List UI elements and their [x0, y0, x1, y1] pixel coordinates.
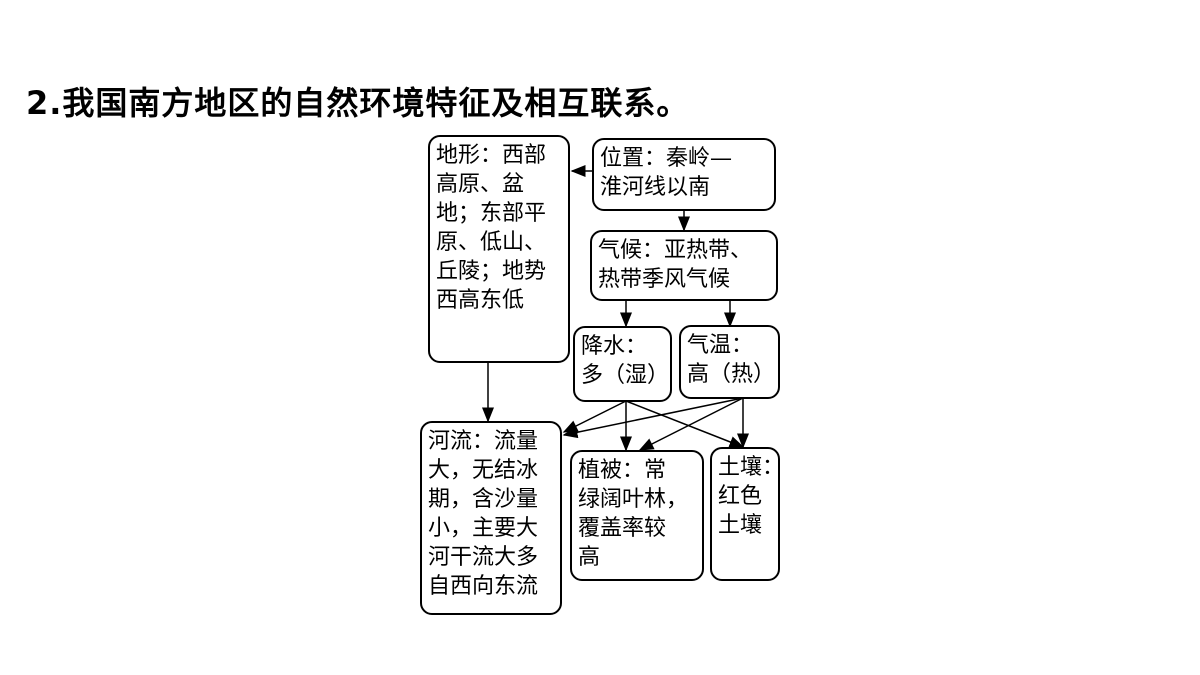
soil-line-2: 红色	[718, 484, 763, 509]
vegetation-line-4: 高	[578, 545, 601, 570]
node-temperature: 气温： 高（热）	[679, 325, 780, 399]
precipitation-line-2: 多（湿）	[581, 363, 670, 388]
terrain-line-4: 原、低山、	[436, 230, 547, 255]
node-terrain: 地形：西部 高原、盆 地；东部平 原、低山、 丘陵；地势 西高东低	[428, 135, 570, 363]
arrow-precipitation-to-soil	[625, 400, 745, 448]
temperature-line-1: 气温：	[687, 333, 754, 358]
arrow-temperature-to-vegetation	[638, 397, 744, 451]
river-line-3: 期，含沙量	[428, 487, 539, 512]
temperature-line-2: 高（热）	[687, 362, 776, 387]
node-location: 位置：秦岭— 淮河线以南	[592, 138, 776, 211]
node-river: 河流：流量 大，无结冰 期，含沙量 小，主要大 河干流大多 自西向东流	[420, 421, 562, 615]
climate-line-2: 热带季风气候	[598, 267, 731, 292]
river-line-5: 河干流大多	[428, 545, 539, 570]
vegetation-line-3: 覆盖率较	[578, 516, 667, 541]
soil-line-1: 土壤：	[718, 455, 780, 480]
climate-line-1: 气候：亚热带、	[598, 238, 753, 263]
river-line-2: 大，无结冰	[428, 458, 539, 483]
node-climate: 气候：亚热带、 热带季风气候	[590, 230, 778, 301]
terrain-line-2: 高原、盆	[436, 172, 525, 197]
arrow-precipitation-to-river	[562, 400, 627, 433]
precipitation-line-1: 降水：	[581, 334, 648, 359]
terrain-line-6: 西高东低	[436, 288, 525, 313]
river-line-1: 河流：流量	[428, 429, 539, 454]
terrain-line-3: 地；东部平	[436, 201, 547, 226]
location-line-1: 位置：秦岭—	[600, 146, 733, 171]
soil-line-3: 土壤	[718, 513, 763, 538]
terrain-line-5: 丘陵；地势	[436, 259, 547, 284]
node-soil: 土壤： 红色 土壤	[710, 447, 780, 581]
node-precipitation: 降水： 多（湿）	[573, 326, 672, 402]
node-vegetation: 植被：常 绿阔叶林， 覆盖率较 高	[570, 450, 704, 581]
river-line-6: 自西向东流	[428, 574, 539, 599]
location-line-2: 淮河线以南	[600, 175, 711, 200]
vegetation-line-2: 绿阔叶林，	[578, 487, 689, 512]
river-line-4: 小，主要大	[428, 516, 539, 541]
terrain-line-1: 地形：西部	[436, 143, 547, 168]
page-title: 2.我国南方地区的自然环境特征及相互联系。	[26, 84, 690, 122]
vegetation-line-1: 植被：常	[578, 458, 667, 483]
arrow-temperature-to-river	[562, 397, 744, 439]
